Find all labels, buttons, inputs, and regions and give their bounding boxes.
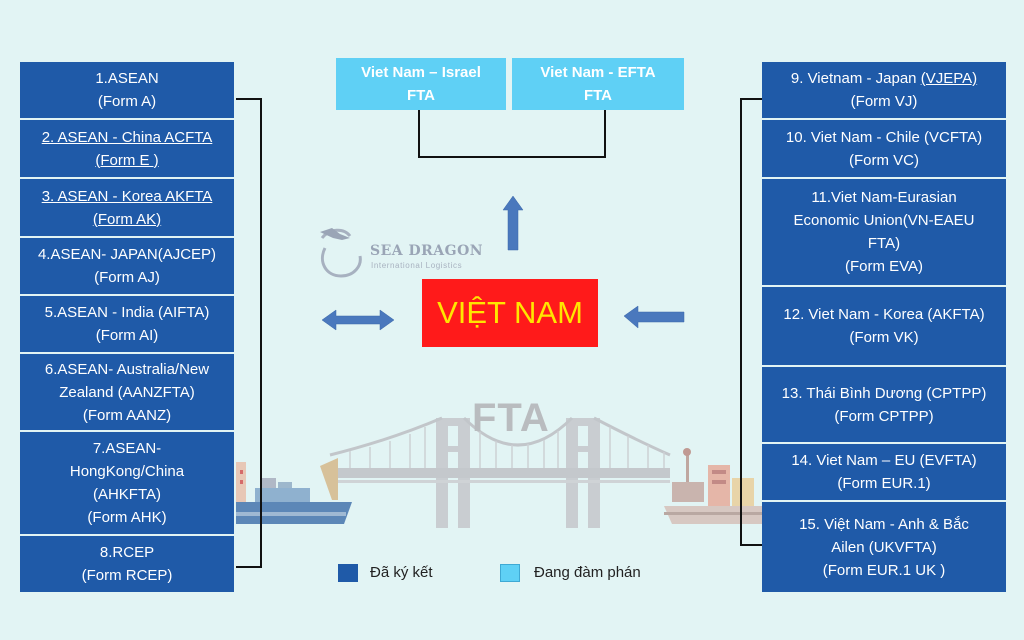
negotiating-box-israel: Viet Nam – Israel FTA <box>336 58 506 110</box>
fta-box-6: 6.ASEAN- Australia/New Zealand (AANZFTA)… <box>20 354 234 430</box>
fta-box-11: 11.Viet Nam-Eurasian Economic Union(VN-E… <box>762 179 1006 285</box>
fta-box-14: 14. Viet Nam – EU (EVFTA) (Form EUR.1) <box>762 444 1006 500</box>
fta-box-7: 7.ASEAN- HongKong/China (AHKFTA) (Form A… <box>20 432 234 534</box>
legend-label-signed: Đã ký kết <box>370 564 433 581</box>
fta-box-1: 1.ASEAN (Form A) <box>20 62 234 118</box>
fta-box-4: 4.ASEAN- JAPAN(AJCEP) (Form AJ) <box>20 238 234 294</box>
fta-box-9: 9. Vietnam - Japan (VJEPA) (Form VJ) <box>762 62 1006 118</box>
right-bracket <box>740 98 762 546</box>
left-bracket <box>236 98 262 568</box>
vietnam-center-box: VIỆT NAM <box>422 279 598 347</box>
legend-swatch-negotiating <box>500 564 520 582</box>
fta-box-3[interactable]: 3. ASEAN - Korea AKFTA (Form AK) <box>20 179 234 236</box>
fta-box-8: 8.RCEP (Form RCEP) <box>20 536 234 592</box>
fta-box-15: 15. Việt Nam - Anh & Bắc Ailen (UKVFTA) … <box>762 502 1006 592</box>
negotiating-box-efta: Viet Nam - EFTA FTA <box>512 58 684 110</box>
vjepa-link[interactable]: (VJEPA) <box>920 70 978 87</box>
top-bracket <box>418 110 606 158</box>
fta-box-2[interactable]: 2. ASEAN - China ACFTA (Form E ) <box>20 120 234 177</box>
background-fta-label: FTA <box>472 396 550 440</box>
fta-box-10: 10. Viet Nam - Chile (VCFTA) (Form VC) <box>762 120 1006 177</box>
fta-box-5: 5.ASEAN - India (AIFTA) (Form AI) <box>20 296 234 352</box>
legend-swatch-signed <box>338 564 358 582</box>
logo-tagline: International Logistics <box>371 261 463 270</box>
fta-box-12: 12. Viet Nam - Korea (AKFTA) (Form VK) <box>762 287 1006 365</box>
legend-label-negotiating: Đang đàm phán <box>534 564 641 581</box>
logo-name: SEA DRAGON <box>370 243 484 259</box>
fta-box-13: 13. Thái Bình Dương (CPTPP) (Form CPTPP) <box>762 367 1006 442</box>
